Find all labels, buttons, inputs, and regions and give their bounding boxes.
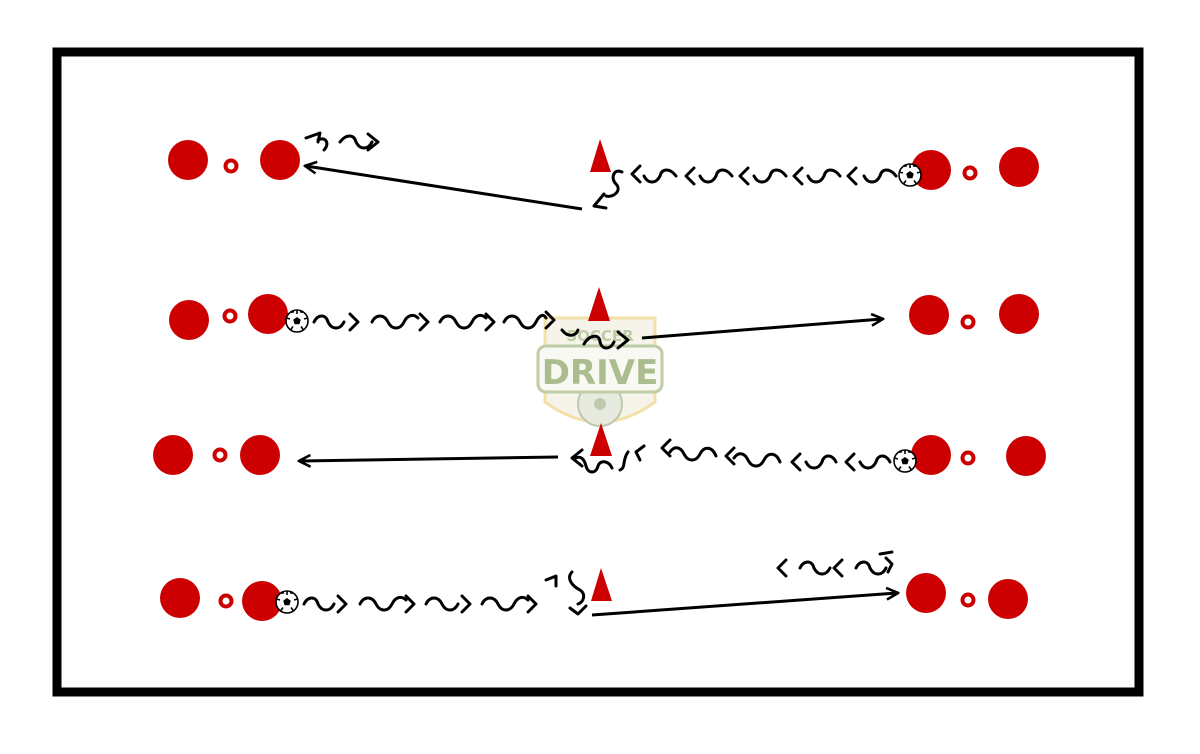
run-path — [304, 131, 380, 152]
soccer-ball-icon — [284, 308, 310, 334]
player-icon — [260, 140, 300, 180]
player-icon — [999, 294, 1039, 334]
dribble-path — [312, 310, 630, 350]
row-3 — [153, 423, 1046, 476]
marker-icon — [223, 158, 239, 174]
dribble-path — [592, 164, 898, 210]
player-icon — [168, 140, 208, 180]
player-icon — [999, 147, 1039, 187]
marker-icon — [218, 593, 234, 609]
cone-icon — [591, 568, 612, 601]
player-icon — [909, 295, 949, 335]
player-icon — [1006, 436, 1046, 476]
marker-icon — [960, 450, 976, 466]
player-icon — [248, 294, 288, 334]
cone-icon — [590, 423, 612, 456]
player-icon — [911, 435, 951, 475]
soccer-ball-icon — [892, 448, 918, 474]
marker-icon — [960, 314, 976, 330]
soccer-ball-icon — [897, 162, 923, 188]
row-4 — [160, 550, 1028, 621]
row-2 — [169, 287, 1039, 350]
player-icon — [906, 573, 946, 613]
soccer-drive-logo: SOCCER DRIVE — [536, 316, 664, 427]
run-path — [776, 550, 894, 578]
cone-icon — [588, 287, 610, 321]
player-icon — [911, 150, 951, 190]
marker-icon — [222, 308, 238, 324]
marker-icon — [212, 447, 228, 463]
logo-main-text: DRIVE — [542, 353, 659, 393]
marker-icon — [960, 592, 976, 608]
player-icon — [160, 578, 200, 618]
pass-arrow — [300, 457, 559, 461]
player-icon — [242, 581, 282, 621]
pass-arrow — [306, 166, 583, 211]
pass-arrow — [591, 593, 897, 617]
marker-icon — [962, 165, 978, 181]
dribble-path — [302, 570, 588, 616]
player-icon — [240, 435, 280, 475]
player-icon — [153, 435, 193, 475]
soccer-ball-icon — [274, 589, 300, 615]
pass-arrow — [641, 319, 882, 340]
dribble-path — [570, 438, 892, 474]
row-1 — [168, 131, 1039, 211]
player-icon — [988, 579, 1028, 619]
player-icon — [169, 300, 209, 340]
cone-icon — [590, 139, 611, 172]
